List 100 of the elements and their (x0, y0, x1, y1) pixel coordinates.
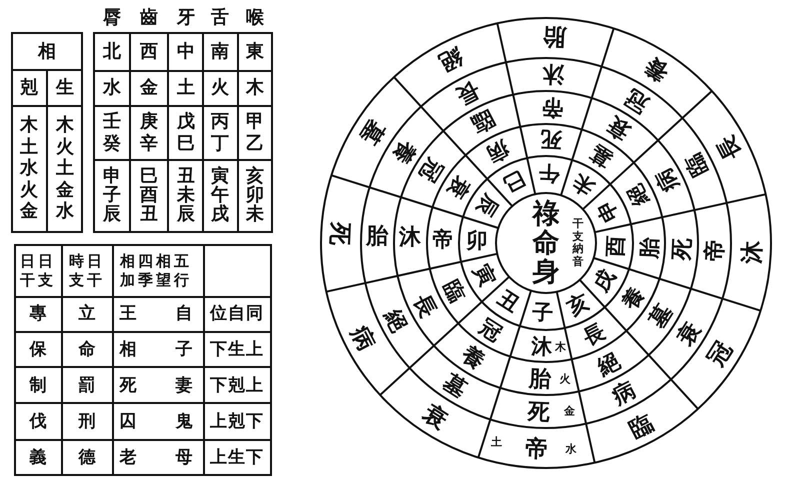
center-note: 干支納音 (572, 218, 584, 268)
stage-character: 胎 (638, 236, 660, 258)
stage-character: 養 (458, 342, 488, 373)
table-text: 罰 (78, 378, 96, 394)
stage-character: 沐 (530, 334, 552, 357)
stage-character: 絕 (435, 44, 466, 76)
table-text: 上剋下 (210, 414, 264, 430)
stage-character: 長 (713, 132, 744, 164)
stage-character: 死 (527, 400, 550, 424)
table-text: 母 (176, 450, 192, 466)
element-label: 土 (490, 436, 502, 448)
table-text: 刑 (78, 414, 96, 430)
stage-character: 絕 (623, 181, 652, 210)
column-heading: 剋 (20, 79, 38, 97)
branch-character: 巳 (500, 168, 528, 196)
stage-character: 臨 (468, 108, 498, 138)
table-text: 戊巳 (176, 111, 196, 155)
table-text: 義 (30, 450, 46, 466)
stage-character: 帝 (525, 436, 549, 461)
table-text: 土 (177, 79, 195, 97)
stage-character: 衰 (444, 173, 474, 202)
table-text: 子 (176, 342, 192, 358)
column-heading: 東 (246, 43, 264, 61)
table-text: 火 (211, 79, 229, 97)
branch-character: 寅 (470, 260, 499, 290)
column-heading: 西 (140, 43, 158, 61)
stage-character: 墓 (440, 370, 470, 401)
stage-character: 養 (618, 284, 648, 313)
table-text: 巳酉丑 (140, 166, 158, 224)
branch-character: 酉 (604, 235, 626, 257)
column-heading: 齒 (140, 9, 158, 27)
table-text: 位自同 (210, 306, 264, 322)
stage-character: 長 (410, 290, 440, 321)
table-text: 德 (78, 450, 96, 466)
table-text: 保 (30, 342, 46, 358)
table-text: 妻 (176, 378, 192, 394)
stage-character: 臨 (440, 276, 469, 305)
table-text: 死 (120, 378, 136, 394)
table-heading: 相 (38, 43, 56, 61)
table-text: 制 (30, 378, 46, 394)
column-heading: 喉 (246, 9, 264, 27)
stage-character: 衰 (419, 400, 452, 433)
element-label: 水 (566, 443, 577, 454)
table-text: 申子辰 (102, 166, 122, 224)
table-text: 上生下 (210, 450, 264, 466)
branch-character: 午 (538, 163, 560, 186)
table-text: 寅午戌 (210, 166, 230, 224)
stage-character: 沐 (740, 240, 764, 264)
table-text: 鬼 (176, 414, 192, 430)
stage-character: 沐 (542, 62, 565, 86)
stage-character: 病 (609, 378, 639, 408)
center-title: 祿命身 (532, 200, 560, 286)
stage-character: 病 (484, 137, 513, 166)
branch-character: 申 (593, 196, 622, 226)
stage-character: 養 (640, 53, 673, 86)
stage-character: 冠 (622, 85, 652, 116)
table-text: 老 (120, 450, 136, 466)
table-text: 金 (140, 79, 158, 97)
table-text: 木土水火金 (20, 114, 38, 222)
table-text: 立 (78, 306, 96, 322)
column-heading: 時日支干 (68, 252, 106, 290)
stage-character: 冠 (704, 338, 736, 370)
stage-character: 長 (453, 78, 483, 108)
branch-character: 戌 (590, 266, 619, 295)
stage-character: 病 (348, 322, 379, 354)
column-heading: 牙 (177, 9, 195, 27)
table-text: 丑未辰 (176, 166, 196, 224)
table-text: 木火土金水 (56, 114, 74, 222)
stage-character: 墓 (356, 116, 388, 148)
branch-character: 丑 (494, 286, 524, 316)
table-text: 甲乙 (246, 111, 264, 155)
stage-character: 冠 (476, 315, 506, 344)
stage-character: 臨 (681, 150, 711, 180)
stage-character: 死 (670, 237, 694, 260)
table-text: 下剋上 (210, 378, 264, 394)
branch-character: 未 (568, 170, 598, 200)
table-text: 自 (176, 306, 192, 322)
table-text: 相 (120, 342, 136, 358)
stage-character: 死 (540, 129, 562, 152)
element-label: 金 (564, 406, 576, 417)
element-label: 木 (555, 342, 566, 352)
table-text: 庚辛 (140, 111, 158, 155)
branch-character: 卯 (466, 230, 488, 250)
stage-character: 衰 (604, 113, 634, 144)
table-text: 丙丁 (210, 111, 230, 155)
element-label: 火 (560, 373, 571, 384)
column-heading: 生 (56, 79, 74, 97)
stage-character: 絕 (381, 306, 411, 336)
stage-character: 臨 (626, 410, 657, 442)
stage-character: 胎 (366, 224, 388, 247)
column-heading: 脣 (103, 9, 121, 27)
stage-character: 墓 (646, 300, 676, 332)
table-text: 下生上 (210, 342, 264, 358)
column-heading: 舌 (211, 9, 229, 27)
table-text: 木 (246, 79, 264, 97)
branch-character: 辰 (473, 191, 502, 220)
stage-character: 養 (388, 137, 419, 168)
table-text: 壬癸 (102, 111, 122, 155)
column-heading: 相四相五加季望行 (120, 252, 192, 290)
table-text: 王 (120, 306, 136, 322)
